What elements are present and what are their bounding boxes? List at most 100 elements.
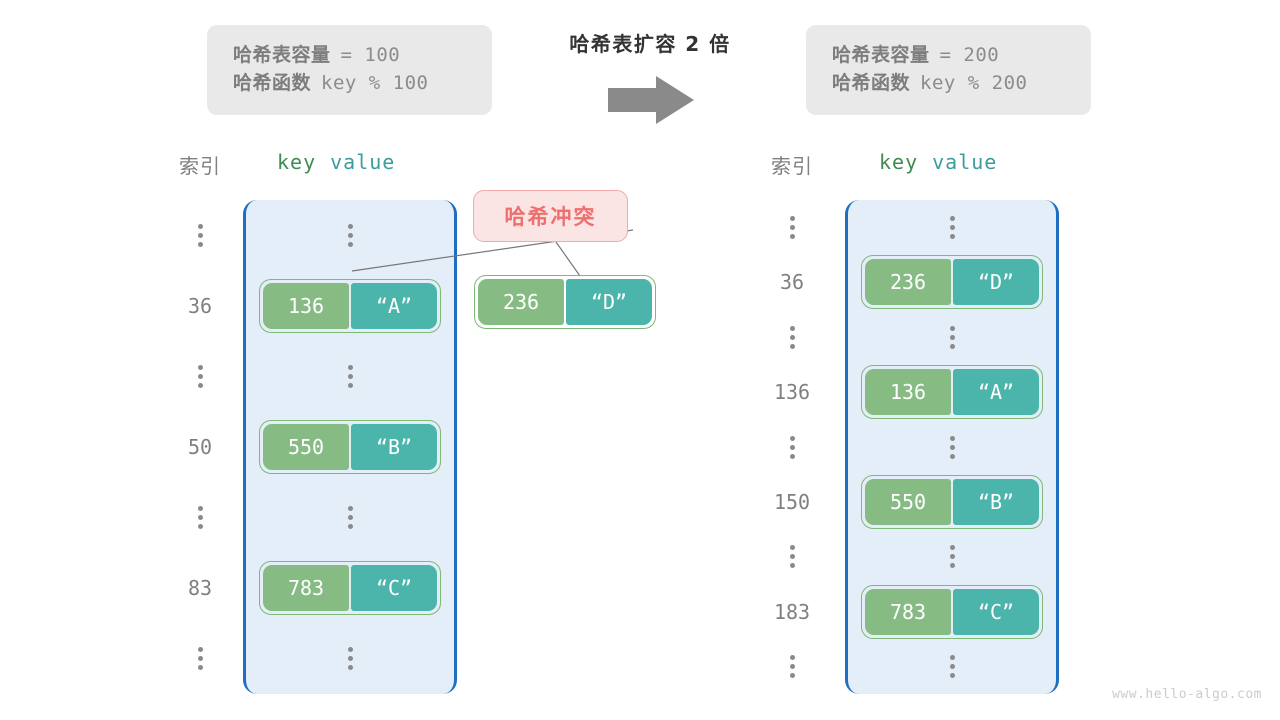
entry-pair: 136“A” xyxy=(259,278,441,333)
key-cell: 550 xyxy=(263,423,349,470)
left-index-column: 36 50 83 xyxy=(172,200,228,694)
index-label: 36 xyxy=(187,293,213,318)
right-rows: 236“D” 136“A” 550“B” 783“C” xyxy=(848,200,1056,694)
table-row: 136“A” xyxy=(848,365,1056,420)
capacity-label: 哈希表容量 xyxy=(832,44,930,66)
left-value-header: value xyxy=(330,150,396,174)
index-label xyxy=(789,529,795,584)
transform-title: 哈希表扩容 2 倍 xyxy=(569,32,731,56)
index-label: 50 xyxy=(187,434,213,459)
value-cell: “B” xyxy=(351,423,437,470)
right-index-header: 索引 xyxy=(771,154,813,178)
index-label: 83 xyxy=(187,576,213,601)
vertical-ellipsis-icon xyxy=(789,655,795,679)
index-label xyxy=(789,420,795,475)
hash-table-before: 136“A” 550“B” 783“C” xyxy=(243,200,457,694)
table-row: 783“C” xyxy=(848,584,1056,639)
function-value: key % 100 xyxy=(321,72,429,95)
value-cell: “C” xyxy=(953,588,1039,635)
left-rows: 136“A” 550“B” 783“C” xyxy=(246,200,454,694)
capacity-value: = 100 xyxy=(340,44,401,66)
key-cell: 136 xyxy=(263,282,349,329)
value-cell: “B” xyxy=(953,478,1039,525)
entry-pair: 783“C” xyxy=(861,584,1043,639)
right-key-header: key xyxy=(879,150,919,174)
vertical-ellipsis-icon xyxy=(949,325,955,349)
vertical-ellipsis-icon xyxy=(197,223,203,247)
table-row-ellipsis xyxy=(848,420,1056,475)
right-arrow-icon xyxy=(608,76,694,124)
table-row-ellipsis xyxy=(246,348,454,404)
table-row: 236“D” xyxy=(848,255,1056,310)
index-label xyxy=(789,639,795,694)
index-label: 36 xyxy=(779,270,805,295)
table-row: 783“C” xyxy=(246,560,454,616)
vertical-ellipsis-icon xyxy=(197,647,203,671)
hash-table-after: 236“D” 136“A” 550“B” 783“C” xyxy=(845,200,1059,694)
table-row: 136“A” xyxy=(246,278,454,334)
entry-pair: 550“B” xyxy=(259,419,441,474)
index-label: 150 xyxy=(773,489,811,514)
vertical-ellipsis-icon xyxy=(949,435,955,459)
index-label xyxy=(789,200,795,255)
function-label: 哈希函数 xyxy=(233,72,312,95)
vertical-ellipsis-icon xyxy=(347,223,353,247)
entry-pair: 136“A” xyxy=(861,365,1043,420)
function-label: 哈希函数 xyxy=(832,72,911,95)
entry-pair: 236“D” xyxy=(861,255,1043,310)
function-line-after: 哈希函数 key % 200 xyxy=(832,69,1065,97)
capacity-label: 哈希表容量 xyxy=(233,44,331,66)
right-index-column: 36 136 150 183 xyxy=(760,200,824,694)
vertical-ellipsis-icon xyxy=(949,215,955,239)
value-cell: “A” xyxy=(351,282,437,329)
capacity-line-after: 哈希表容量 = 200 xyxy=(832,41,1065,69)
table-row: 550“B” xyxy=(246,419,454,475)
collision-key-cell: 236 xyxy=(478,279,564,325)
table-row-ellipsis xyxy=(246,631,454,687)
vertical-ellipsis-icon xyxy=(789,325,795,349)
vertical-ellipsis-icon xyxy=(949,655,955,679)
table-row-ellipsis xyxy=(848,639,1056,694)
value-cell: “D” xyxy=(953,259,1039,306)
index-label: 136 xyxy=(773,380,811,405)
vertical-ellipsis-icon xyxy=(347,506,353,530)
table-row-ellipsis xyxy=(848,529,1056,584)
vertical-ellipsis-icon xyxy=(949,545,955,569)
entry-pair: 783“C” xyxy=(259,561,441,616)
index-label: 183 xyxy=(773,599,811,624)
table-row: 550“B” xyxy=(848,474,1056,529)
table-row-ellipsis xyxy=(848,310,1056,365)
index-label xyxy=(197,348,203,404)
index-label xyxy=(197,631,203,687)
table-row-ellipsis xyxy=(848,200,1056,255)
hash-table-info-box-before: 哈希表容量 = 100 哈希函数 key % 100 xyxy=(207,25,492,116)
vertical-ellipsis-icon xyxy=(789,215,795,239)
key-cell: 236 xyxy=(865,259,951,306)
index-label xyxy=(197,490,203,546)
key-cell: 783 xyxy=(263,565,349,612)
vertical-ellipsis-icon xyxy=(789,545,795,569)
vertical-ellipsis-icon xyxy=(347,364,353,388)
collision-entry-pair: 236 “D” xyxy=(474,275,656,329)
value-cell: “C” xyxy=(351,565,437,612)
watermark: www.hello-algo.com xyxy=(1112,687,1262,702)
right-kv-header: key value xyxy=(879,150,997,174)
index-label xyxy=(789,310,795,365)
key-cell: 550 xyxy=(865,478,951,525)
collision-callout: 哈希冲突 xyxy=(473,190,628,242)
key-cell: 783 xyxy=(865,588,951,635)
function-line-before: 哈希函数 key % 100 xyxy=(233,69,466,97)
key-cell: 136 xyxy=(865,369,951,416)
entry-pair: 550“B” xyxy=(861,474,1043,529)
value-cell: “A” xyxy=(953,369,1039,416)
table-row-ellipsis xyxy=(246,207,454,263)
vertical-ellipsis-icon xyxy=(197,364,203,388)
vertical-ellipsis-icon xyxy=(789,435,795,459)
vertical-ellipsis-icon xyxy=(197,506,203,530)
capacity-value: = 200 xyxy=(939,44,1000,66)
capacity-line-before: 哈希表容量 = 100 xyxy=(233,41,466,69)
vertical-ellipsis-icon xyxy=(347,647,353,671)
function-value: key % 200 xyxy=(920,72,1028,95)
hash-table-info-box-after: 哈希表容量 = 200 哈希函数 key % 200 xyxy=(806,25,1091,116)
right-value-header: value xyxy=(932,150,998,174)
